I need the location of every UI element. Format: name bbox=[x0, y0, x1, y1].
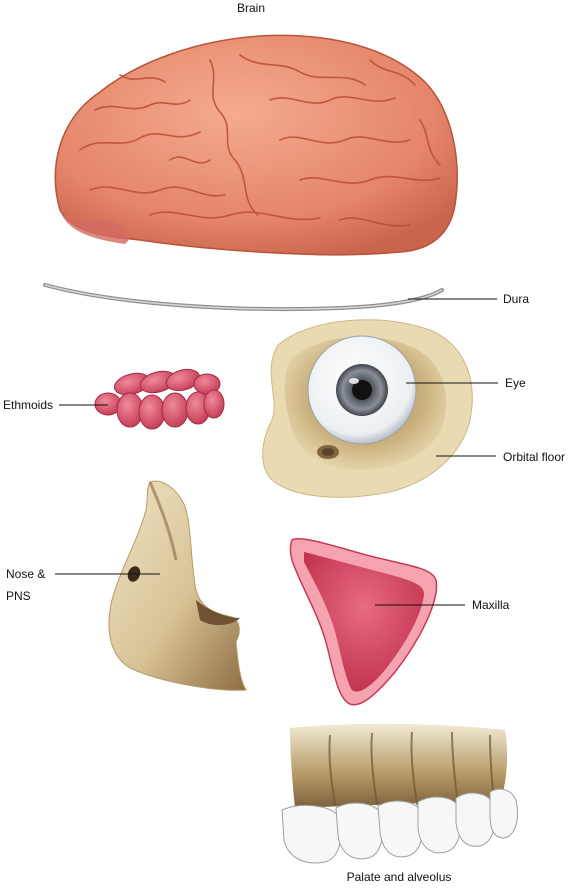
palate-alveolus-illustration bbox=[281, 723, 518, 864]
dura-label: Dura bbox=[503, 292, 530, 306]
nose-pns-illustration bbox=[108, 480, 247, 691]
nose-label-line2: PNS bbox=[6, 589, 31, 603]
eye-label: Eye bbox=[505, 376, 526, 390]
brain-label: Brain bbox=[236, 1, 266, 15]
eye-illustration bbox=[307, 335, 417, 445]
ethmoids-illustration bbox=[94, 368, 225, 430]
nose-label-line1: Nose & bbox=[6, 567, 46, 581]
palate-label: Palate and alveolus bbox=[346, 870, 452, 884]
maxilla-label: Maxilla bbox=[472, 598, 510, 612]
dura-illustration bbox=[43, 283, 444, 312]
orbital-floor-label: Orbital floor bbox=[503, 450, 566, 464]
brain-illustration bbox=[54, 34, 458, 256]
leader-lines bbox=[55, 298, 498, 606]
ethmoids-label: Ethmoids bbox=[3, 398, 54, 412]
maxilla-illustration bbox=[289, 537, 438, 706]
